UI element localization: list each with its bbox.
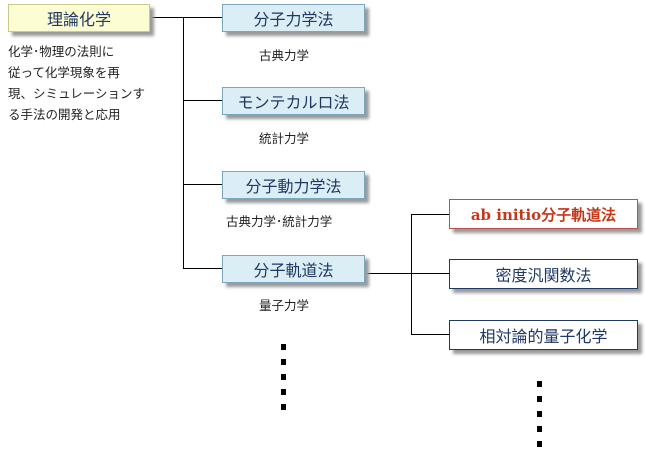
continuation-dot [537, 411, 542, 417]
caption-monte-carlo: 統計力学 [259, 131, 310, 146]
node-ab-initio: ab initio分子軌道法 [449, 199, 638, 229]
sub-branch-3 [411, 334, 449, 335]
caption-molecular-mechanics: 古典力学 [259, 48, 310, 63]
connector-root [150, 17, 184, 18]
continuation-dot [281, 374, 286, 380]
root-description: 化学･物理の法則に 従って化学現象を再 現、シミュレーションす る手法の開発と応… [8, 41, 148, 125]
description-line: る手法の開発と応用 [8, 107, 121, 122]
branch-4 [183, 268, 223, 269]
node-relativistic-quantum-chemistry: 相対論的量子化学 [449, 320, 638, 350]
node-monte-carlo: モンテカルロ法 [222, 87, 365, 115]
branch-1 [183, 17, 223, 18]
node-density-functional: 密度汎関数法 [449, 259, 638, 289]
connector-orbital [367, 273, 412, 274]
description-line: 化学･物理の法則に [8, 44, 115, 59]
description-line: 現、シミュレーションす [8, 86, 146, 101]
continuation-dot [537, 426, 542, 432]
continuation-dot [537, 381, 542, 387]
description-line: 従って化学現象を再 [8, 65, 120, 80]
caption-molecular-orbital: 量子力学 [259, 298, 310, 313]
continuation-dot [281, 404, 286, 410]
node-molecular-mechanics: 分子力学法 [222, 4, 365, 32]
sub-trunk-vertical [411, 214, 412, 335]
branch-2 [183, 100, 223, 101]
continuation-dot [281, 389, 286, 395]
continuation-dot [281, 344, 286, 350]
continuation-dot [281, 359, 286, 365]
sub-branch-1 [411, 214, 449, 215]
caption-molecular-dynamics: 古典力学･統計力学 [226, 214, 333, 229]
branch-3 [183, 184, 223, 185]
node-molecular-dynamics: 分子動力学法 [222, 171, 365, 199]
trunk-vertical [183, 17, 184, 268]
node-molecular-orbital: 分子軌道法 [222, 255, 365, 283]
continuation-dot [537, 441, 542, 447]
root-node-theoretical-chemistry: 理論化学 [8, 4, 150, 32]
continuation-dot [537, 396, 542, 402]
sub-branch-2 [411, 273, 449, 274]
